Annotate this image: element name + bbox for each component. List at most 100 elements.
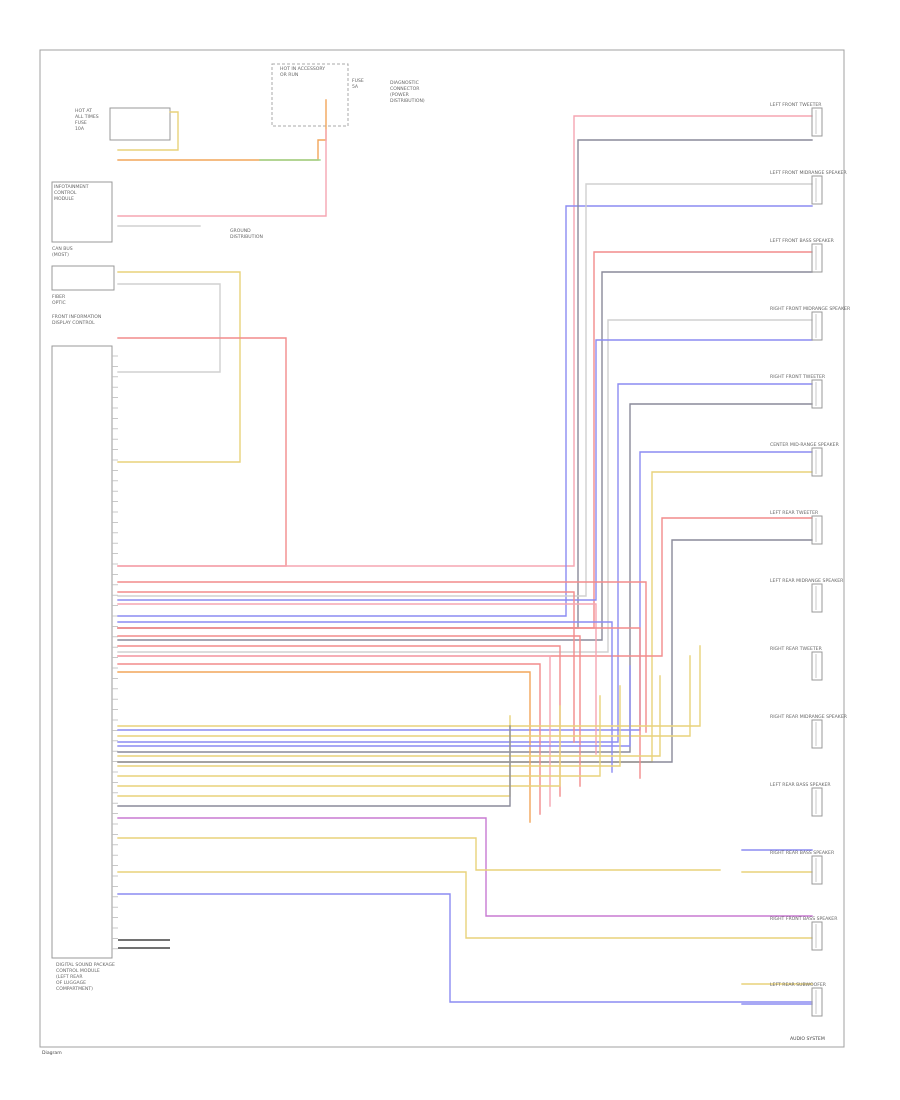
wire-yellow-f	[117, 695, 601, 777]
speaker-column: LEFT FRONT TWEETER LEFT FRONT MIDRANGE SP…	[770, 102, 851, 1017]
canbus-label-5: FRONT INFORMATION	[52, 314, 101, 320]
fuse-box-label-4: 10A	[75, 126, 85, 132]
wire-pink-3	[117, 603, 597, 755]
canbus-label-1: CAN BUS	[52, 246, 73, 252]
speaker-name: CENTER MID-RANGE SPEAKER	[770, 442, 840, 448]
speaker-name: LEFT REAR TWEETER	[770, 510, 819, 516]
wire-gray-i	[117, 725, 511, 807]
canbus-label-2: (MOST)	[52, 252, 69, 258]
amplifier-label-5: COMPARTMENT)	[56, 986, 93, 992]
wire-center-yellow	[117, 471, 813, 763]
footer-right: AUDIO SYSTEM	[790, 1036, 825, 1042]
speaker-name: LEFT REAR SUBWOOFER	[770, 982, 827, 988]
speaker-name: LEFT FRONT MIDRANGE SPEAKER	[770, 170, 847, 176]
wire-rf-tweeter-blue	[117, 383, 813, 743]
wire-center-blue	[117, 451, 813, 731]
relay-label-1: HOT IN ACCESSORY	[280, 66, 325, 72]
wire-lf-bass-red	[117, 251, 813, 629]
speaker-name: RIGHT REAR MIDRANGE SPEAKER	[770, 714, 848, 720]
speaker-name: RIGHT FRONT MIDRANGE SPEAKER	[770, 306, 851, 312]
speaker-connector	[811, 583, 823, 613]
speaker-11: LEFT REAR BASS SPEAKER	[770, 782, 831, 817]
speaker-name: LEFT FRONT BASS SPEAKER	[770, 238, 835, 244]
amplifier-module: DIGITAL SOUND PACKAGE CONTROL MODULE (LE…	[51, 345, 115, 992]
speaker-12: RIGHT REAR BASS SPEAKER	[770, 850, 835, 885]
wire-orange-10	[117, 671, 531, 823]
wire-rr-red-2	[117, 591, 575, 743]
speaker-connector	[811, 175, 823, 205]
wire-yellow-b	[117, 655, 691, 737]
ground-label-1: GROUND	[230, 228, 251, 234]
speaker-connector	[811, 243, 823, 273]
speaker-connector	[811, 987, 823, 1017]
wire-lf-bass-gray	[117, 271, 813, 641]
fuse-box-top	[109, 107, 171, 141]
relay-side-label-2: 5A	[352, 84, 359, 90]
amplifier-box	[51, 345, 113, 959]
relay-label-2: OR RUN	[280, 72, 298, 78]
upper-relay-box	[271, 63, 349, 127]
wire-blue-4	[117, 621, 613, 773]
speaker-name: RIGHT FRONT TWEETER	[770, 374, 826, 380]
speaker-name: RIGHT REAR TWEETER	[770, 646, 823, 652]
infotainment-label-2: CONTROL	[54, 190, 77, 196]
wire-blue-sub	[117, 893, 813, 1003]
wire-yellow-g	[117, 705, 561, 787]
speaker-8: LEFT REAR MIDRANGE SPEAKER	[770, 578, 844, 613]
wire-lf-mid-white	[117, 183, 813, 597]
canbus-label-6: DISPLAY CONTROL	[52, 320, 95, 326]
infotainment-label-3: MODULE	[54, 196, 74, 202]
speaker-connector	[811, 379, 823, 409]
speaker-name: RIGHT FRONT BASS SPEAKER	[770, 916, 838, 922]
fuse-box-label-2: ALL TIMES	[75, 114, 99, 120]
speaker-name: LEFT REAR BASS SPEAKER	[770, 782, 831, 788]
speaker-connector	[811, 311, 823, 341]
wire-pink-ground	[117, 129, 327, 217]
wire-red-5	[117, 627, 641, 779]
speaker-connector	[811, 921, 823, 951]
speaker-3: LEFT FRONT BASS SPEAKER	[770, 238, 835, 273]
fuse-box-label: HOT AT	[75, 108, 92, 114]
relay-right-label-4: DISTRIBUTION)	[390, 98, 425, 104]
wire-fuse-yellow	[117, 111, 179, 151]
wire-yellow-d	[117, 675, 661, 757]
speaker-1: LEFT FRONT TWEETER	[770, 102, 823, 137]
relay-right-label-3: (POWER	[390, 92, 410, 98]
wire-lr-tweeter-gray	[117, 539, 813, 763]
speaker-connector	[811, 787, 823, 817]
relay-right-label-2: CONNECTOR	[390, 86, 420, 92]
wires	[117, 99, 813, 1005]
speaker-13: RIGHT FRONT BASS SPEAKER	[770, 916, 838, 951]
speaker-9: RIGHT REAR TWEETER	[770, 646, 823, 681]
speaker-2: LEFT FRONT MIDRANGE SPEAKER	[770, 170, 847, 205]
wire-rf-tweeter-gray	[117, 403, 813, 753]
speaker-connector	[811, 107, 823, 137]
wire-blue-c	[117, 665, 631, 747]
ground-label-2: DISTRIBUTION	[230, 234, 263, 240]
wire-yellow-a	[117, 645, 701, 727]
speaker-6: CENTER MID-RANGE SPEAKER	[770, 442, 840, 477]
wire-yellow-e	[117, 685, 621, 767]
amplifier-label-1: DIGITAL SOUND PACKAGE	[56, 962, 115, 968]
wire-gray-canbus	[117, 283, 221, 373]
wire-yellow-canbus	[117, 271, 241, 463]
canbus-box	[51, 265, 115, 291]
wire-rf-mid-blue	[117, 339, 813, 601]
infotainment-label-1: INFOTAINMENT	[54, 184, 89, 190]
wire-lf-tweeter-plus	[117, 115, 813, 567]
wire-pink-8	[117, 655, 551, 807]
amplifier-label-4: OF LUGGAGE	[56, 980, 86, 986]
infotainment-box	[51, 181, 113, 243]
wire-red-7	[117, 645, 561, 797]
speaker-name: LEFT REAR MIDRANGE SPEAKER	[770, 578, 844, 584]
canbus-label-3: FIBER	[52, 294, 66, 300]
speaker-name: RIGHT REAR BASS SPEAKER	[770, 850, 835, 856]
wire-orange-top	[117, 99, 327, 161]
amplifier-label-2: CONTROL MODULE	[56, 968, 100, 974]
speaker-connector	[811, 719, 823, 749]
wire-yellow-rf-bass	[117, 837, 721, 871]
wire-yellow-sub	[117, 871, 813, 939]
amplifier-label-3: (LEFT REAR	[56, 974, 83, 980]
top-left-component-group: HOT AT ALL TIMES FUSE 10A HOT IN ACCESSO…	[51, 63, 425, 326]
